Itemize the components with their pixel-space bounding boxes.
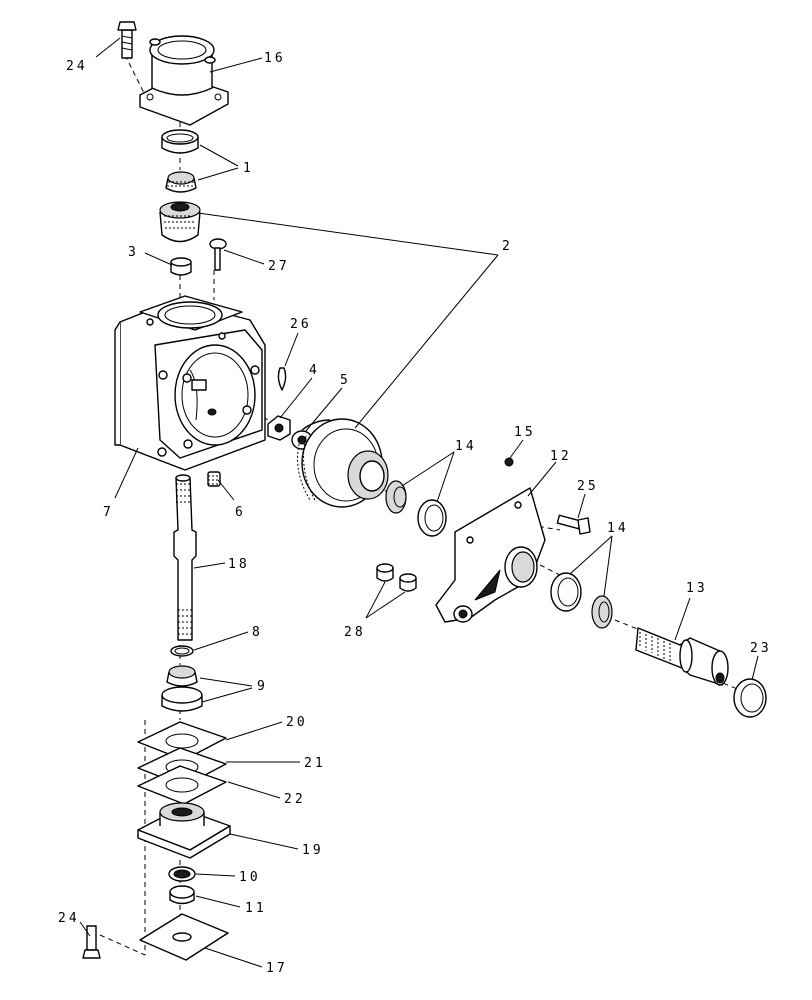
label-15: 15 xyxy=(514,425,536,440)
label-11: 11 xyxy=(245,901,267,916)
label-4: 4 xyxy=(309,363,320,378)
lower-seal xyxy=(168,866,196,882)
label-10: 10 xyxy=(239,870,261,885)
label-28: 28 xyxy=(344,625,366,640)
bottom-bolt xyxy=(82,925,101,959)
output-shaft xyxy=(635,627,729,686)
vertical-shaft xyxy=(173,474,197,641)
drain-plug xyxy=(207,471,221,487)
castle-nut xyxy=(267,415,291,441)
label-23: 23 xyxy=(750,641,772,656)
pinion-gear xyxy=(159,201,201,243)
part-number-labels: 24 16 1 2 3 27 26 4 5 7 6 14 15 12 25 14… xyxy=(58,51,772,976)
lower-bearing xyxy=(161,665,203,712)
shaft-seal xyxy=(733,678,767,718)
top-flange-housing xyxy=(139,35,229,126)
lower-retainer xyxy=(169,885,195,905)
label-24-top: 24 xyxy=(66,59,88,74)
label-22: 22 xyxy=(284,792,306,807)
dowel-pins xyxy=(376,563,417,592)
label-9: 9 xyxy=(257,679,268,694)
label-27: 27 xyxy=(268,259,290,274)
label-19: 19 xyxy=(302,843,324,858)
label-18: 18 xyxy=(228,557,250,572)
snap-ring xyxy=(170,645,194,657)
gearbox-housing xyxy=(114,295,266,471)
gasket-stack xyxy=(137,721,227,805)
output-bearing xyxy=(550,572,613,629)
callout-leaders xyxy=(79,37,759,968)
cotter-pin xyxy=(277,367,287,391)
label-25: 25 xyxy=(577,479,599,494)
label-24-bottom: 24 xyxy=(58,911,80,926)
label-20: 20 xyxy=(286,715,308,730)
bevel-ring-gear xyxy=(297,418,389,508)
label-12: 12 xyxy=(550,449,572,464)
label-8: 8 xyxy=(252,625,263,640)
vent-plug xyxy=(504,457,514,467)
label-13: 13 xyxy=(686,581,708,596)
upper-bearing xyxy=(161,129,199,193)
side-carrier xyxy=(435,487,546,623)
label-5: 5 xyxy=(340,373,351,388)
label-7: 7 xyxy=(103,505,114,520)
label-3: 3 xyxy=(128,245,139,260)
label-14-right: 14 xyxy=(607,521,629,536)
label-17: 17 xyxy=(266,961,288,976)
ring-gear-bearing xyxy=(385,480,447,537)
label-2: 2 xyxy=(502,239,513,254)
bottom-cover-plate xyxy=(139,913,229,961)
carrier-bolt xyxy=(556,514,591,535)
lower-flange xyxy=(137,802,231,859)
label-16: 16 xyxy=(264,51,286,66)
bushing xyxy=(170,257,192,276)
label-1: 1 xyxy=(243,161,254,176)
label-6: 6 xyxy=(235,505,246,520)
label-14-left: 14 xyxy=(455,439,477,454)
top-bolt xyxy=(117,21,137,59)
label-21: 21 xyxy=(304,756,326,771)
label-26: 26 xyxy=(290,317,312,332)
locating-pin xyxy=(209,238,227,271)
